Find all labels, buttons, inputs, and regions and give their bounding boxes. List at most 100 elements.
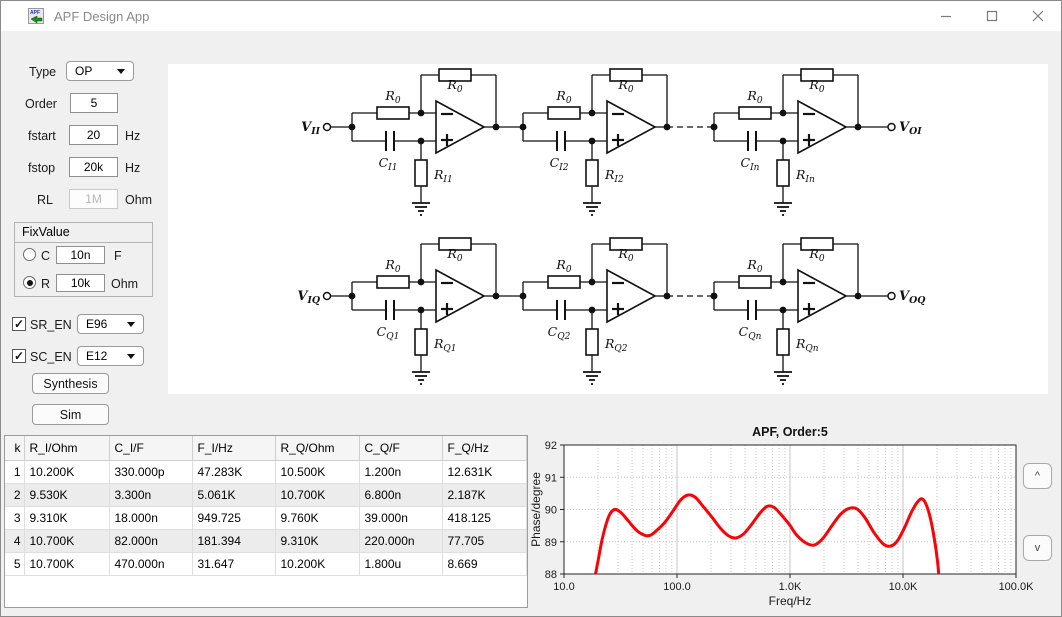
svg-text:R0: R0 <box>384 88 400 106</box>
svg-text:VIQ: VIQ <box>297 289 320 306</box>
resistor-series <box>547 275 581 289</box>
table-cell[interactable]: 6.800n <box>359 483 443 507</box>
synthesis-button[interactable]: Synthesis <box>32 373 109 394</box>
table-cell[interactable]: 181.394 <box>192 529 276 553</box>
sc-en-dropdown[interactable]: E12 <box>77 346 144 366</box>
close-button[interactable] <box>1015 1 1061 31</box>
table-cell[interactable]: 220.000n <box>359 529 443 553</box>
table-cell[interactable]: 10.700K <box>24 529 110 553</box>
table-cell[interactable]: 3 <box>5 506 25 530</box>
table-cell[interactable]: 10.700K <box>24 552 110 576</box>
table-cell[interactable]: 949.725 <box>192 506 276 530</box>
minimize-button[interactable] <box>923 1 969 31</box>
table-cell[interactable]: 5 <box>5 552 25 576</box>
table-cell[interactable]: 39.000n <box>359 506 443 530</box>
table-cell[interactable]: 1.200n <box>359 460 443 484</box>
svg-text:APF: APF <box>30 10 40 16</box>
fixvalue-radio-c[interactable] <box>23 248 36 261</box>
opamp <box>606 99 657 155</box>
sim-button[interactable]: Sim <box>32 404 109 425</box>
chart-down-button[interactable]: v <box>1023 535 1052 561</box>
table-cell[interactable]: 9.760K <box>275 506 360 530</box>
order-input[interactable] <box>70 93 118 113</box>
svg-text:CQ2: CQ2 <box>548 324 571 342</box>
output-terminal <box>887 291 896 301</box>
fixvalue-radio-r[interactable] <box>23 276 36 289</box>
chevron-down-icon <box>127 354 135 359</box>
svg-text:R0: R0 <box>808 77 824 95</box>
table-header-cell: C_Q/F <box>359 436 443 461</box>
svg-text:R0: R0 <box>808 246 824 264</box>
resistor-ground <box>414 159 428 187</box>
opamp <box>435 99 486 155</box>
type-dropdown-value: OP <box>75 64 93 78</box>
table-cell[interactable]: 1.800u <box>359 552 443 576</box>
type-dropdown[interactable]: OP <box>66 61 134 81</box>
table-cell[interactable]: 1 <box>5 460 25 484</box>
table-cell[interactable]: 9.310K <box>24 506 110 530</box>
type-label: Type <box>29 65 57 79</box>
resistor-series <box>738 106 772 120</box>
table-cell[interactable]: 10.700K <box>275 483 360 507</box>
table-cell[interactable]: 3.300n <box>109 483 193 507</box>
table-cell[interactable]: 18.000n <box>109 506 193 530</box>
fixvalue-r-input[interactable] <box>56 274 105 292</box>
resistor-series <box>376 275 410 289</box>
table-cell[interactable]: 10.200K <box>24 460 110 484</box>
table-cell[interactable]: 12.631K <box>442 460 527 484</box>
resistor-ground <box>414 328 428 356</box>
maximize-button[interactable] <box>969 1 1015 31</box>
input-terminal <box>322 291 332 301</box>
table-cell[interactable]: 2.187K <box>442 483 527 507</box>
svg-text:CI1: CI1 <box>379 155 398 173</box>
table-cell[interactable]: 31.647 <box>192 552 276 576</box>
table-header-cell: R_I/Ohm <box>24 436 110 461</box>
fstart-input[interactable] <box>69 125 118 145</box>
svg-text:VOQ: VOQ <box>899 289 925 306</box>
table-cell[interactable]: 10.500K <box>275 460 360 484</box>
table-cell[interactable]: 77.705 <box>442 529 527 553</box>
chevron-down-icon <box>117 69 125 74</box>
table-cell[interactable]: 8.669 <box>442 552 527 576</box>
table-cell[interactable]: 82.000n <box>109 529 193 553</box>
sc-en-checkbox[interactable] <box>12 349 26 363</box>
chevron-down-icon <box>127 322 135 327</box>
chart-up-button[interactable]: ^ <box>1023 463 1052 489</box>
rl-unit: Ohm <box>125 193 153 207</box>
x-tick-label: 100.0 <box>663 581 691 593</box>
sc-en-label: SC_EN <box>30 350 72 364</box>
sr-en-checkbox[interactable] <box>12 317 26 331</box>
table-cell[interactable]: 47.283K <box>192 460 276 484</box>
table-cell[interactable]: 2 <box>5 483 25 507</box>
close-icon <box>1032 10 1044 22</box>
table-cell[interactable]: 10.200K <box>275 552 360 576</box>
sr-en-dropdown[interactable]: E96 <box>77 314 144 334</box>
fixvalue-c-label: C <box>41 249 51 263</box>
svg-text:CQn: CQn <box>739 324 762 342</box>
table-cell[interactable]: 9.530K <box>24 483 110 507</box>
svg-text:R0: R0 <box>617 246 633 264</box>
table-cell[interactable]: 5.061K <box>192 483 276 507</box>
svg-text:R0: R0 <box>555 88 571 106</box>
opamp <box>606 268 657 324</box>
fstop-input[interactable] <box>69 157 118 177</box>
table-cell[interactable]: 330.000p <box>109 460 193 484</box>
window-title: APF Design App <box>54 9 150 24</box>
table-cell[interactable]: 4 <box>5 529 25 553</box>
table-cell[interactable]: 9.310K <box>275 529 360 553</box>
svg-text:R0: R0 <box>617 77 633 95</box>
resistor-ground <box>585 159 599 187</box>
fixvalue-c-input[interactable] <box>56 246 105 264</box>
table-cell[interactable]: 418.125 <box>442 506 527 530</box>
table-cell[interactable]: 470.000n <box>109 552 193 576</box>
output-terminal <box>887 122 896 132</box>
x-tick-label: 10.0 <box>553 581 574 593</box>
rl-input <box>69 189 118 209</box>
